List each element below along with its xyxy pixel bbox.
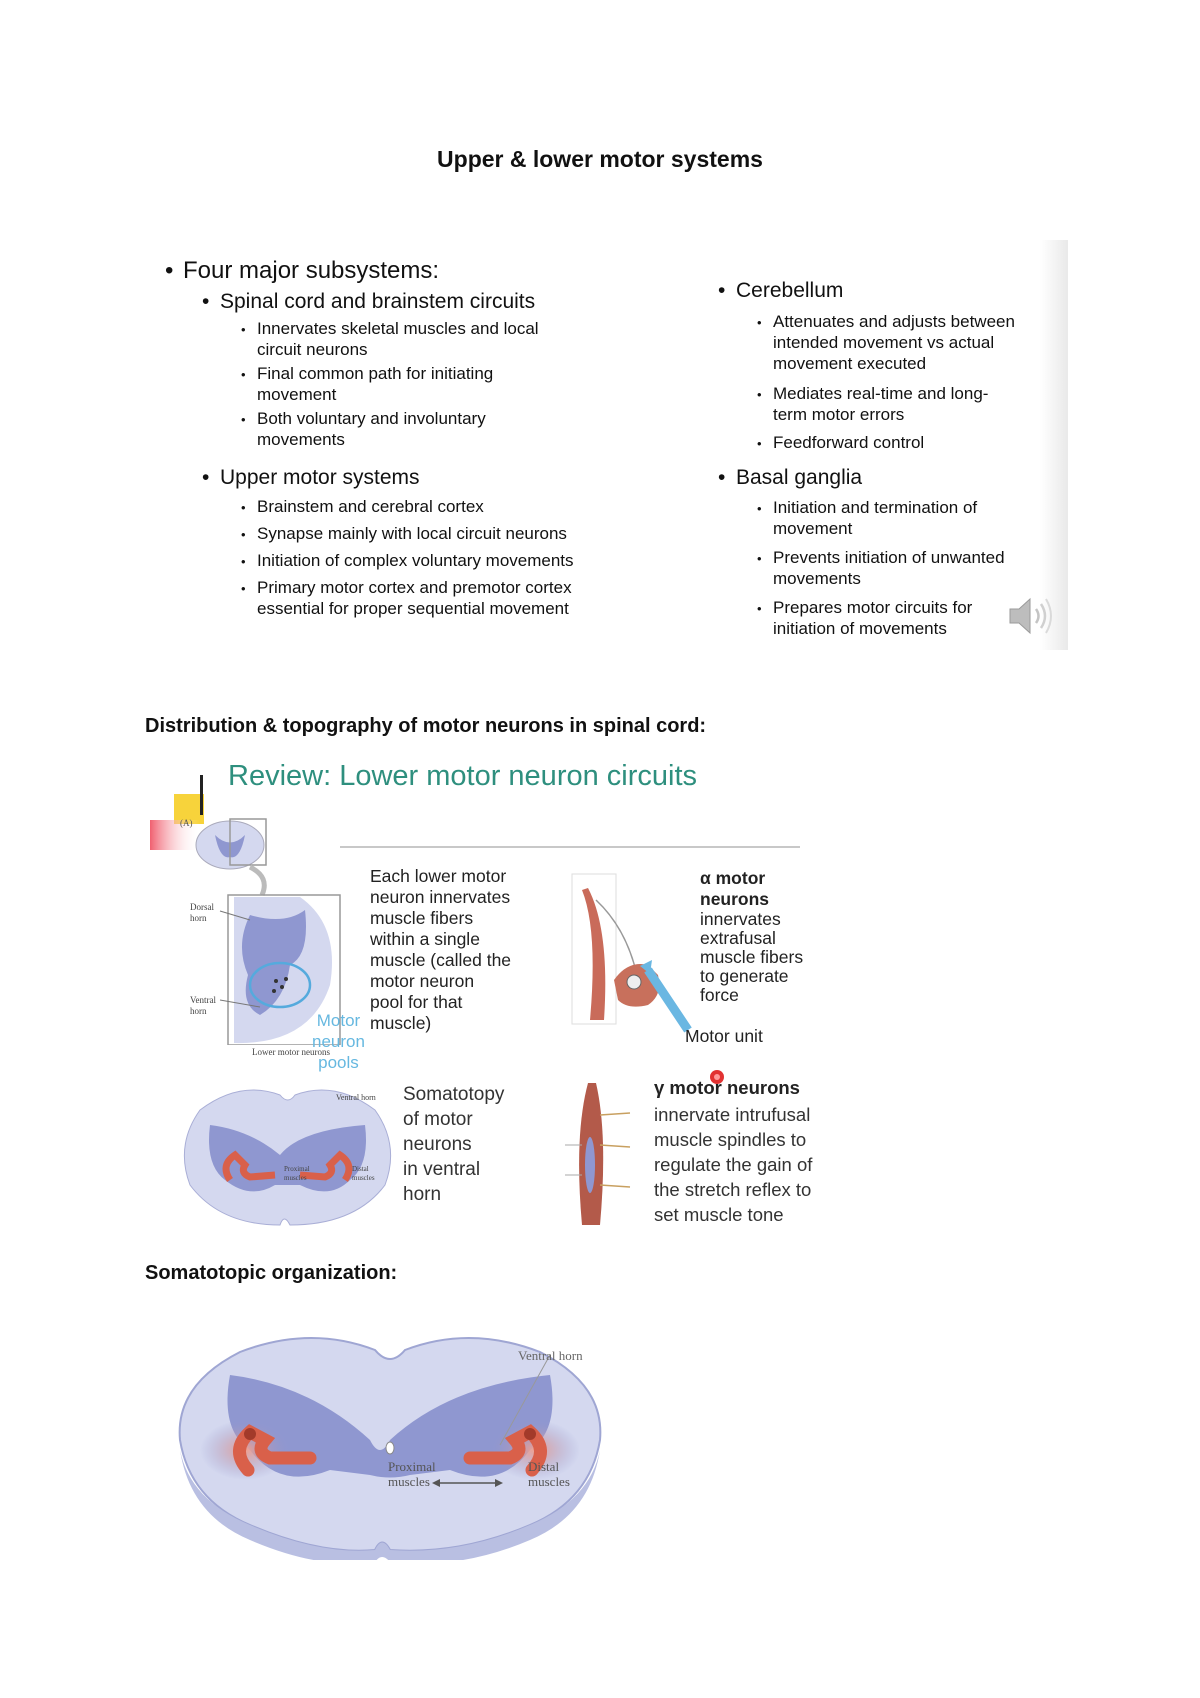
- panel-label: (A): [180, 818, 193, 828]
- lower-motor-neurons-label: Lower motor neurons: [252, 1047, 330, 1057]
- section-heading-distribution: Distribution & topography of motor neuro…: [145, 715, 707, 737]
- somatotopy-small-diagram: [183, 1089, 392, 1226]
- slide-title: Review: Lower motor neuron circuits: [228, 760, 698, 792]
- bullet-text: Mediates real-time and long-term motor e…: [757, 383, 988, 425]
- muscle-spindle-diagram: [565, 1083, 631, 1225]
- cursor-pin-icon: [710, 1070, 724, 1084]
- motor-unit-label: Motor unit: [685, 1026, 763, 1046]
- bullet-text: Primary motor cortex and premotor cortex…: [241, 577, 572, 619]
- slide-corner-decoration: [150, 775, 204, 850]
- ventral-horn-label: Ventral horn: [518, 1348, 583, 1363]
- spinal-cord-section-diagram: [195, 818, 341, 1045]
- cerebellum-heading: Cerebellum: [718, 279, 843, 303]
- motor-unit-diagram: [571, 873, 692, 1033]
- bullet-text: Innervates skeletal muscles and localcir…: [241, 318, 539, 360]
- bullet-text: Brainstem and cerebral cortex: [241, 496, 484, 518]
- bullet-text: Initiation of complex voluntary movement…: [241, 550, 574, 572]
- somatotopic-organization-diagram: [178, 1337, 602, 1560]
- bullet-text: Synapse mainly with local circuit neuron…: [241, 523, 567, 545]
- small-ventral-horn-label: Ventral horn: [336, 1093, 376, 1102]
- basal-ganglia-heading: Basal ganglia: [718, 466, 862, 490]
- gamma-motor-neurons-title: γ motor neurons: [654, 1077, 800, 1098]
- section-heading-somatotopic: Somatotopic organization:: [145, 1262, 398, 1284]
- slide-edge-shadow: [1040, 240, 1068, 650]
- page-title: Upper & lower motor systems: [437, 146, 763, 172]
- bullet-text: Feedforward control: [757, 432, 924, 454]
- slide-heading: Four major subsystems:: [165, 257, 439, 285]
- title-rule: [340, 846, 800, 848]
- spinal-cord-heading: Spinal cord and brainstem circuits: [202, 290, 535, 314]
- upper-motor-heading: Upper motor systems: [202, 466, 420, 490]
- speaker-icon[interactable]: [1006, 594, 1054, 638]
